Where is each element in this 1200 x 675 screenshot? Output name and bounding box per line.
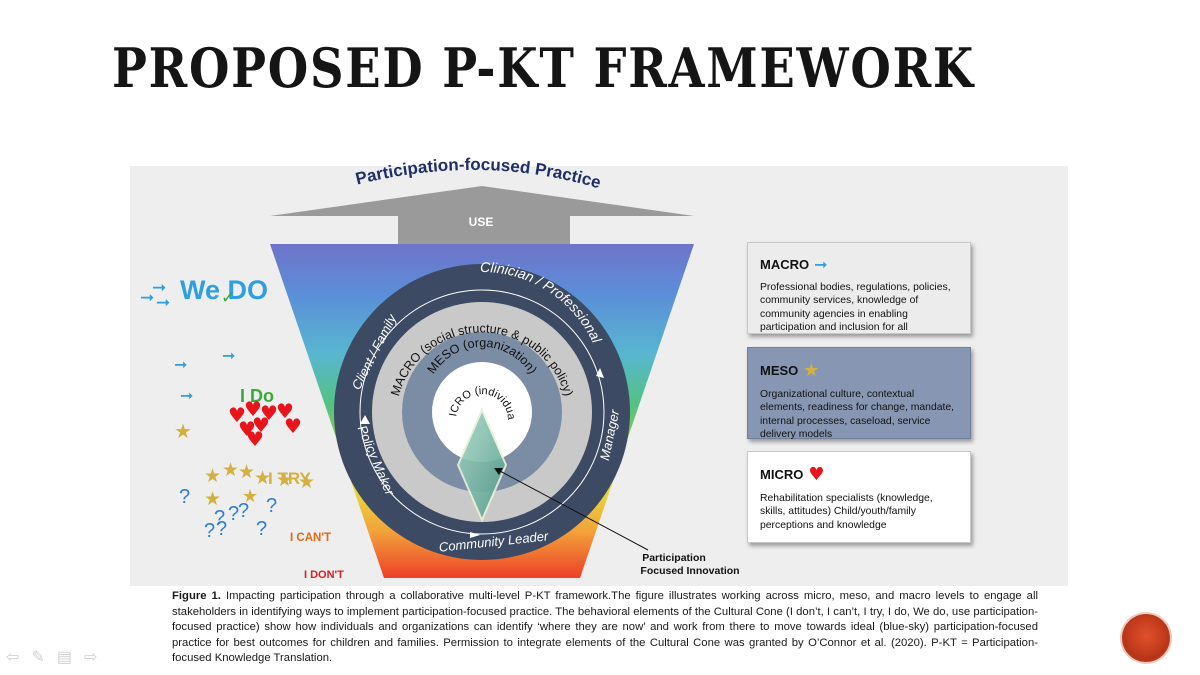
heart-icon: ♥ xyxy=(284,414,302,438)
innovation-label-1: Participation xyxy=(642,552,706,564)
question-icon: ? xyxy=(228,503,239,525)
use-label: USE xyxy=(469,215,494,229)
question-icon: ? xyxy=(179,486,190,508)
micro-box: MICRO ♥ Rehabilitation specialists (know… xyxy=(747,451,971,543)
level-we-do: We DO xyxy=(180,275,268,305)
star-icon: ★ xyxy=(174,419,192,443)
innovation-pointer-head xyxy=(494,468,503,475)
micro-box-title: MICRO xyxy=(760,467,804,482)
caption-label: Figure 1. xyxy=(172,590,221,602)
ring-arrowhead xyxy=(360,415,370,424)
micro-box-text: Rehabilitation specialists (knowledge, s… xyxy=(760,493,933,531)
menu-icon[interactable]: ▤ xyxy=(56,649,72,666)
star-icon-group: ★ ★ ★ ★ ★ ★ ★ ★ ★ xyxy=(174,419,315,510)
ring-arrowhead xyxy=(470,532,480,538)
macro-box-text: Professional bodies, regulations, polici… xyxy=(760,282,951,334)
use-arrow xyxy=(270,186,694,244)
slide-nav: ⇦ ✎ ▤ ⇨ xyxy=(6,647,97,667)
arrow-icon: ➞ xyxy=(174,355,187,374)
heart-icon: ♥ xyxy=(260,401,278,425)
forward-icon[interactable]: ⇨ xyxy=(83,649,98,666)
pen-icon[interactable]: ✎ xyxy=(31,649,45,666)
heart-icon: ♥ xyxy=(238,417,256,441)
question-icon: ? xyxy=(214,507,225,529)
question-icon: ? xyxy=(238,500,249,522)
outer-ring-line xyxy=(359,289,605,535)
star-icon: ★ xyxy=(238,461,255,483)
figure-caption: Figure 1. Impacting participation throug… xyxy=(172,589,1038,667)
logo-icon xyxy=(1122,614,1170,662)
question-icon: ? xyxy=(266,495,277,517)
star-icon: ★ xyxy=(254,467,271,489)
heart-icon-group: ♥ ♥ ♥ ♥ ♥ ♥ ♥ ♥ xyxy=(228,397,302,451)
ring-arrowhead xyxy=(596,368,604,378)
heart-icon: ♥ xyxy=(228,403,246,427)
arrow-icon: ➞ xyxy=(814,255,828,274)
star-icon: ★ xyxy=(222,459,239,481)
macro-box-title: MACRO xyxy=(760,257,810,272)
heart-icon: ♥ xyxy=(808,464,825,485)
arrow-icon-group: ➞ ➞ ➞ ➞ ➞ ➞ xyxy=(140,278,235,405)
slide-title: PROPOSED P-KT FRAMEWORK xyxy=(112,36,975,100)
arrow-icon: ➞ xyxy=(222,346,235,365)
innovation-pointer xyxy=(497,469,649,551)
star-icon: ★ xyxy=(276,469,293,491)
star-icon: ★ xyxy=(204,488,221,510)
heart-icon: ♥ xyxy=(276,399,294,423)
arrow-icon: ➞ xyxy=(140,288,154,308)
question-icon: ? xyxy=(256,518,267,540)
star-icon: ★ xyxy=(803,360,820,381)
heart-icon: ♥ xyxy=(246,427,264,451)
innovation-diamond xyxy=(456,407,508,523)
meso-box: MESO ★ Organizational culture, contextua… xyxy=(747,347,971,441)
arrow-icon: ➞ xyxy=(152,278,166,298)
meso-box-title: MESO xyxy=(760,363,799,378)
star-icon: ★ xyxy=(298,471,315,493)
level-i-do: I Do xyxy=(240,386,274,406)
macro-box: MACRO ➞ Professional bodies, regulations… xyxy=(747,242,971,334)
heart-icon: ♥ xyxy=(252,413,270,437)
star-icon: ★ xyxy=(242,486,258,507)
caption-text: Impacting participation through a collab… xyxy=(172,590,1038,665)
meso-box-text: Organizational culture, contextual eleme… xyxy=(760,389,955,441)
back-icon[interactable]: ⇦ xyxy=(6,649,20,666)
heart-icon: ♥ xyxy=(244,397,262,421)
question-icon: ? xyxy=(204,520,215,542)
question-icon: ? xyxy=(216,518,227,540)
level-i-cant: I CAN'T xyxy=(290,532,331,544)
level-i-dont: I DON'T xyxy=(304,569,344,581)
star-icon: ★ xyxy=(204,465,221,487)
level-i-try: I TRY xyxy=(268,469,311,488)
check-icon: ✓ xyxy=(221,288,235,308)
innovation-label-2: Focused Innovation xyxy=(640,565,739,577)
arrow-icon: ➞ xyxy=(156,293,170,313)
arrow-icon: ➞ xyxy=(180,386,193,405)
